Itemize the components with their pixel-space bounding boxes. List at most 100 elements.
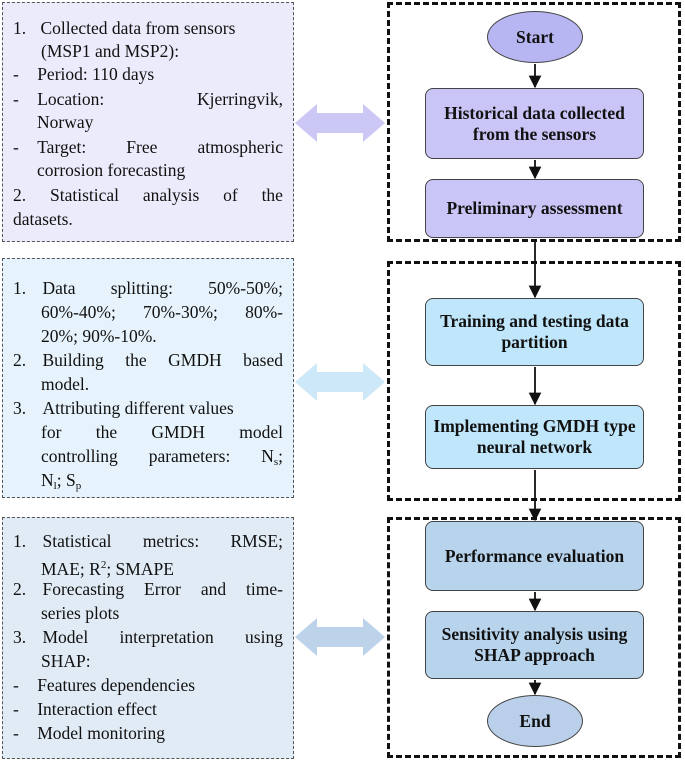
modeling-panel: 1. Data splitting: 50%-50%; 60%-40%; 70%… xyxy=(2,258,294,498)
panel2-item-3-line1: 3. Attributing different values xyxy=(13,397,283,420)
item-word: 50%-50%; xyxy=(208,278,283,298)
item-word: Statistical xyxy=(49,185,120,205)
item-word: model xyxy=(239,422,283,442)
bullet-features: - Features dependencies xyxy=(13,674,283,697)
panel2-item-1-line3: 20%; 90%-10%. xyxy=(41,326,157,346)
panel3-item-3-line2: SHAP: xyxy=(41,651,91,671)
item-word: GMDH xyxy=(168,350,222,370)
target-line2: corrosion forecasting xyxy=(37,160,186,180)
item-word: time- xyxy=(246,579,283,599)
item-head: 2. Building xyxy=(13,349,104,372)
param-subscript: s xyxy=(273,456,279,468)
implementing-gmdh-box: Implementing GMDH type neural network xyxy=(425,405,644,469)
preliminary-assessment-box: Preliminary assessment xyxy=(425,179,644,238)
target-word: Free xyxy=(126,137,158,157)
double-arrow-2 xyxy=(295,363,385,401)
item-word: 2. xyxy=(13,185,27,205)
target-label: Target: xyxy=(37,137,87,157)
target-line: - Target: Free atmospheric xyxy=(13,136,283,159)
panel3-item-1-line2: MAE; R2; SMAPE xyxy=(41,554,283,581)
location-value: Kjerringvik, xyxy=(196,89,283,109)
item-word: Data xyxy=(42,278,76,298)
item-number: 2. xyxy=(13,579,27,599)
panel3-item-1-line1: 1. Statistical metrics: RMSE; xyxy=(13,530,283,553)
item-word: 80%- xyxy=(245,302,283,322)
param-symbol: S xyxy=(65,470,76,490)
item-word: analysis xyxy=(142,185,200,205)
data-collection-panel: 1. Collected data from sensors (MSP1 and… xyxy=(2,2,294,242)
metric-text: ; SMAPE xyxy=(106,559,174,579)
metric-text: MAE; R xyxy=(41,559,101,579)
item-number: 1. xyxy=(13,18,27,38)
location-line: - Location: Kjerringvik, xyxy=(13,88,283,111)
item-word: splitting: xyxy=(110,278,173,298)
item-word: for xyxy=(41,422,62,442)
item-word: using xyxy=(245,627,283,647)
panel1-item-2-line1: 2. Statistical analysis of the xyxy=(13,184,283,207)
start-node: Start xyxy=(487,11,583,63)
panel2-item-1-line1: 1. Data splitting: 50%-50%; xyxy=(13,277,283,300)
param-subscript: p xyxy=(75,480,82,492)
panel2-item-3-line4: Nl; Sp xyxy=(41,469,283,498)
bullet-interaction: - Interaction effect xyxy=(13,698,283,721)
period-text: Period: 110 days xyxy=(37,64,155,84)
param-symbol: N xyxy=(41,470,54,490)
double-arrow-3 xyxy=(295,618,385,656)
double-arrow-1 xyxy=(295,104,385,142)
bullet-dash: - xyxy=(13,89,19,109)
item-head: 1. Statistical xyxy=(13,530,112,553)
historical-data-box: Historical data collected from the senso… xyxy=(425,88,644,159)
stage-2-frame xyxy=(387,261,681,501)
separator: ; xyxy=(278,446,283,466)
item-word: Model xyxy=(42,627,89,647)
bullet-monitoring: - Model monitoring xyxy=(13,722,283,745)
item-word: the xyxy=(261,185,283,205)
item-head: 2. Forecasting xyxy=(13,578,124,601)
bullet-text: Model monitoring xyxy=(37,723,166,743)
panel1-item-2-line2: datasets. xyxy=(13,209,73,229)
item-word: metrics: xyxy=(142,531,200,551)
separator: ; xyxy=(56,470,62,490)
training-testing-box: Training and testing data partition xyxy=(425,298,644,366)
bullet-text: Interaction effect xyxy=(37,699,157,719)
panel3-item-2-line1: 2. Forecasting Error and time- xyxy=(13,578,283,601)
item-word: the xyxy=(95,422,118,442)
panel1-item-1-line1: 1. Collected data from sensors xyxy=(13,17,283,40)
item-word: RMSE; xyxy=(230,531,283,551)
sensitivity-analysis-box: Sensitivity analysis using SHAP approach xyxy=(425,611,644,679)
item-word: Statistical xyxy=(42,531,112,551)
param-ns: Ns; xyxy=(261,445,283,474)
location-label-wrap: - Location: xyxy=(13,88,104,111)
item-word: GMDH xyxy=(151,422,205,442)
item-number: 1. xyxy=(13,278,27,298)
evaluation-panel: 1. Statistical metrics: RMSE; MAE; R2; S… xyxy=(2,517,294,759)
bullet-dash: - xyxy=(13,675,19,695)
item-number: 2. xyxy=(13,350,27,370)
item-text: Collected data from sensors xyxy=(40,18,236,38)
item-text: Attributing different values xyxy=(42,398,234,418)
item-head: 3. Model xyxy=(13,626,88,649)
item-word: parameters: xyxy=(148,446,231,466)
bullet-dash: - xyxy=(13,699,19,719)
bullet-dash: - xyxy=(13,64,19,84)
location-label: Location: xyxy=(37,89,105,109)
superscript: 2 xyxy=(100,559,107,571)
panel1-item-1-line2: (MSP1 and MSP2): xyxy=(41,41,180,61)
item-word: controlling xyxy=(41,446,118,466)
bullet-text: Features dependencies xyxy=(37,675,196,695)
panel3-item-3-line1: 3. Model interpretation using xyxy=(13,626,283,649)
panel3-item-2-line2: series plots xyxy=(41,603,120,623)
item-head: 1. Data xyxy=(13,277,76,300)
panel2-item-2-line2: model. xyxy=(41,374,90,394)
item-word: Forecasting xyxy=(42,579,125,599)
target-word: atmospheric xyxy=(197,137,283,157)
end-node: End xyxy=(487,695,583,747)
panel2-item-3-line2: for the GMDH model xyxy=(41,421,283,444)
param-symbol: N xyxy=(261,446,274,466)
target-label-wrap: - Target: xyxy=(13,136,86,159)
stage-1-frame xyxy=(387,2,681,242)
performance-evaluation-box: Performance evaluation xyxy=(425,521,644,591)
item-word: and xyxy=(200,579,227,599)
item-number: 3. xyxy=(13,398,27,418)
